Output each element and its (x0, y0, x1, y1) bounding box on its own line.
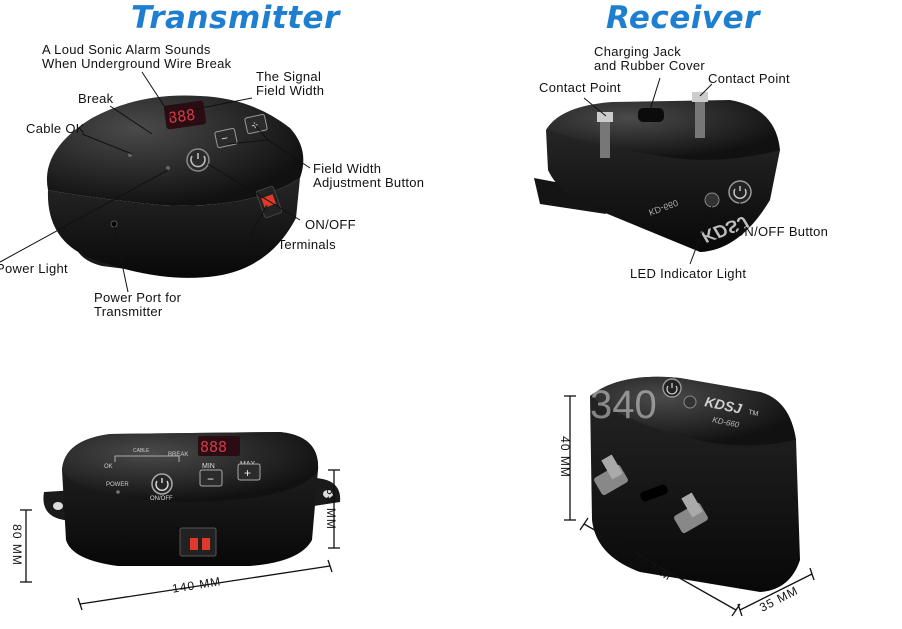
callout-cable-ok: Cable OK (26, 121, 85, 136)
dim-transmitter-height: 80 MM (9, 524, 24, 566)
svg-text:ON/OFF: ON/OFF (150, 496, 173, 502)
on-off-icon (151, 473, 173, 495)
svg-text:+: + (244, 466, 251, 480)
callout-contact-point-right: Contact Point (708, 71, 790, 86)
callout-charging-jack: Charging Jack and Rubber Cover (594, 44, 706, 73)
transmitter-top-view: 888 − + (0, 71, 311, 293)
transmitter-front-view: 888 CABLE OK BREAK POWER ON/OFF MIN − MA… (20, 432, 341, 611)
transmitter-heading: Transmitter (131, 0, 340, 36)
callout-signal-field-width: The Signal Field Width (256, 69, 325, 98)
max-button (237, 463, 261, 481)
watermark: 340 (590, 383, 657, 427)
svg-text:MIN: MIN (202, 463, 215, 470)
svg-text:POWER: POWER (106, 482, 129, 488)
receiver-top-view: KDSJ KD-660 (534, 77, 780, 265)
svg-text:BREAK: BREAK (168, 452, 188, 458)
callout-field-width-button: Field Width Adjustment Button (313, 161, 425, 190)
svg-text:OK: OK (104, 464, 113, 470)
power-icon (186, 148, 210, 172)
svg-text:−: − (207, 472, 214, 486)
svg-text:KDSJ: KDSJ (703, 393, 744, 417)
svg-text:CABLE: CABLE (133, 448, 150, 454)
receiver-heading: Receiver (606, 0, 760, 36)
transmitter-display: 888 (167, 106, 196, 128)
dim-receiver-height: 40 MM (557, 436, 572, 478)
callout-break: Break (78, 91, 114, 106)
callout-wire-terminals: Wire Terminals (246, 237, 336, 252)
receiver-front-view: KDSJ TM KD-660 (564, 376, 815, 617)
callout-power-light: Power Light (0, 261, 68, 276)
svg-text:TM: TM (748, 409, 760, 418)
min-button (199, 469, 223, 487)
callout-on-off-button: ON/OFF Button (734, 224, 829, 239)
callout-alarm: A Loud Sonic Alarm Sounds When Undergrou… (42, 42, 232, 71)
svg-text:888: 888 (200, 438, 227, 456)
callout-contact-point-left: Contact Point (539, 80, 621, 95)
callout-led-indicator: LED Indicator Light (630, 266, 747, 281)
callout-power-port: Power Port for Transmitter (94, 290, 182, 319)
svg-text:−: − (220, 131, 230, 146)
callout-on-off: ON/OFF (305, 217, 356, 232)
dim-transmitter-depth: 35 MM (323, 488, 338, 530)
